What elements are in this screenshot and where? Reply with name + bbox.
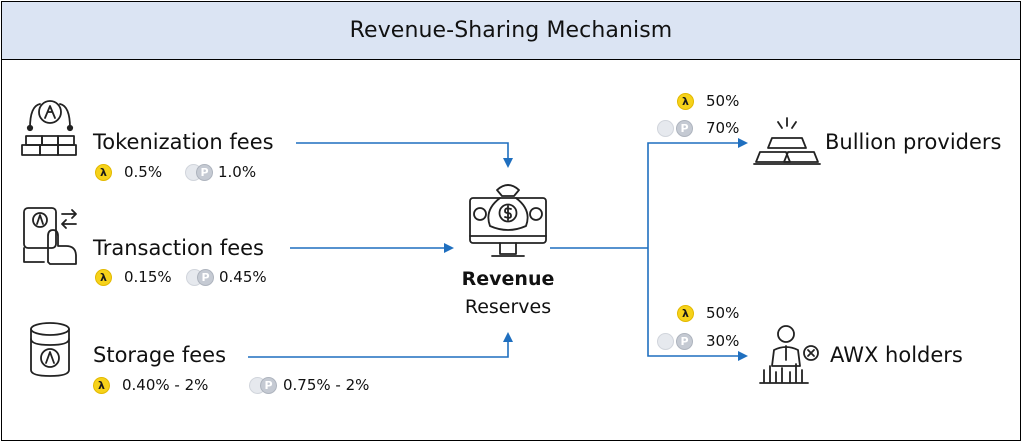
transaction-fees-label: Transaction fees bbox=[93, 236, 264, 260]
storage-p-rate: 0.75% - 2% bbox=[283, 376, 370, 394]
lambda-coin-icon: λ bbox=[93, 377, 110, 394]
storage-icon bbox=[30, 322, 70, 377]
transaction-icon bbox=[23, 207, 77, 265]
bullion-p-share: 70% bbox=[706, 119, 740, 137]
title-bar: Revenue-Sharing Mechanism bbox=[2, 2, 1020, 60]
tokenization-arrow bbox=[296, 142, 513, 168]
awx-lambda-share: 50% bbox=[706, 304, 740, 322]
diagram-title: Revenue-Sharing Mechanism bbox=[349, 18, 673, 43]
storage-fees-label: Storage fees bbox=[93, 343, 227, 367]
lambda-coin-icon: λ bbox=[95, 269, 112, 286]
awx-holders-label: AWX holders bbox=[830, 343, 963, 367]
awx-p-share: 30% bbox=[706, 332, 740, 350]
p-coin-shadow-icon bbox=[657, 333, 674, 350]
lambda-coin-icon: λ bbox=[677, 305, 694, 322]
bullion-lambda-share: 50% bbox=[706, 92, 740, 110]
bullion-icon bbox=[753, 117, 821, 165]
p-coin-icon: P bbox=[676, 333, 693, 350]
awx-arrow bbox=[647, 248, 748, 361]
p-coin-icon: P bbox=[196, 164, 213, 181]
p-coin-shadow-icon bbox=[657, 120, 674, 137]
transaction-lambda-rate: 0.15% bbox=[124, 268, 172, 286]
lambda-coin-icon: λ bbox=[95, 164, 112, 181]
storage-arrow bbox=[248, 332, 513, 358]
reserves-label: Reserves bbox=[464, 296, 552, 318]
lambda-coin-icon: λ bbox=[677, 93, 694, 110]
bullion-arrow bbox=[647, 138, 748, 248]
awx-holders-icon bbox=[759, 325, 819, 384]
p-coin-icon: P bbox=[197, 269, 214, 286]
revenue-reserves-icon bbox=[469, 184, 547, 257]
tokenization-icon bbox=[21, 100, 77, 156]
p-coin-icon: P bbox=[676, 120, 693, 137]
bullion-providers-label: Bullion providers bbox=[825, 130, 1002, 154]
storage-lambda-rate: 0.40% - 2% bbox=[122, 376, 209, 394]
p-coin-icon: P bbox=[260, 377, 277, 394]
tokenization-lambda-rate: 0.5% bbox=[124, 163, 163, 181]
tokenization-fees-label: Tokenization fees bbox=[93, 130, 274, 154]
revenue-label: Revenue bbox=[461, 268, 555, 290]
transaction-p-rate: 0.45% bbox=[219, 268, 267, 286]
tokenization-p-rate: 1.0% bbox=[218, 163, 257, 181]
